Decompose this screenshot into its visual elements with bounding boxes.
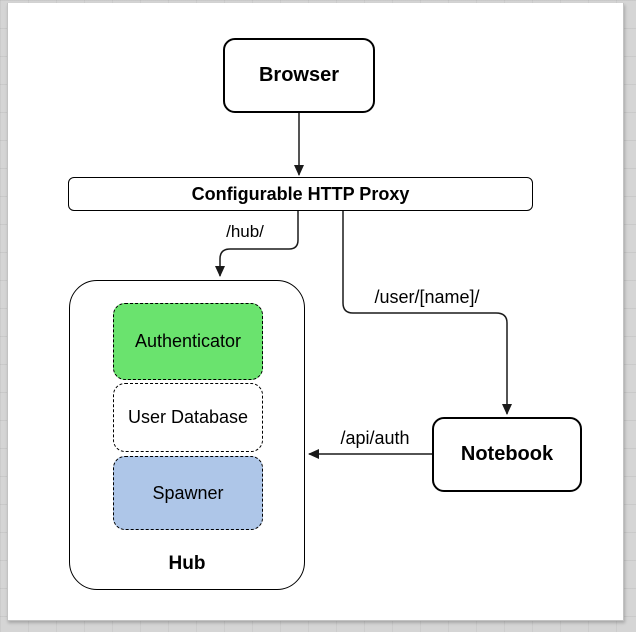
node-proxy-label: Configurable HTTP Proxy <box>191 183 410 204</box>
node-notebook-label: Notebook <box>460 443 554 465</box>
node-notebook[interactable]: Notebook <box>432 417 582 492</box>
node-browser[interactable]: Browser <box>223 38 375 113</box>
node-authenticator[interactable]: Authenticator <box>113 303 263 380</box>
node-hub-label: Hub <box>168 553 206 574</box>
edge-label-hub-path: /hub/ <box>226 222 264 241</box>
edge-label-user-path: /user/[name]/ <box>374 286 480 307</box>
node-configurable-http-proxy[interactable]: Configurable HTTP Proxy <box>68 177 533 211</box>
node-user-database-label: User Database <box>127 407 249 427</box>
node-spawner[interactable]: Spawner <box>113 456 263 530</box>
edge-label-api-auth: /api/auth <box>340 427 410 448</box>
node-user-database[interactable]: User Database <box>113 383 263 452</box>
node-browser-label: Browser <box>258 64 340 86</box>
node-spawner-label: Spawner <box>152 482 224 503</box>
node-authenticator-label: Authenticator <box>134 331 242 351</box>
